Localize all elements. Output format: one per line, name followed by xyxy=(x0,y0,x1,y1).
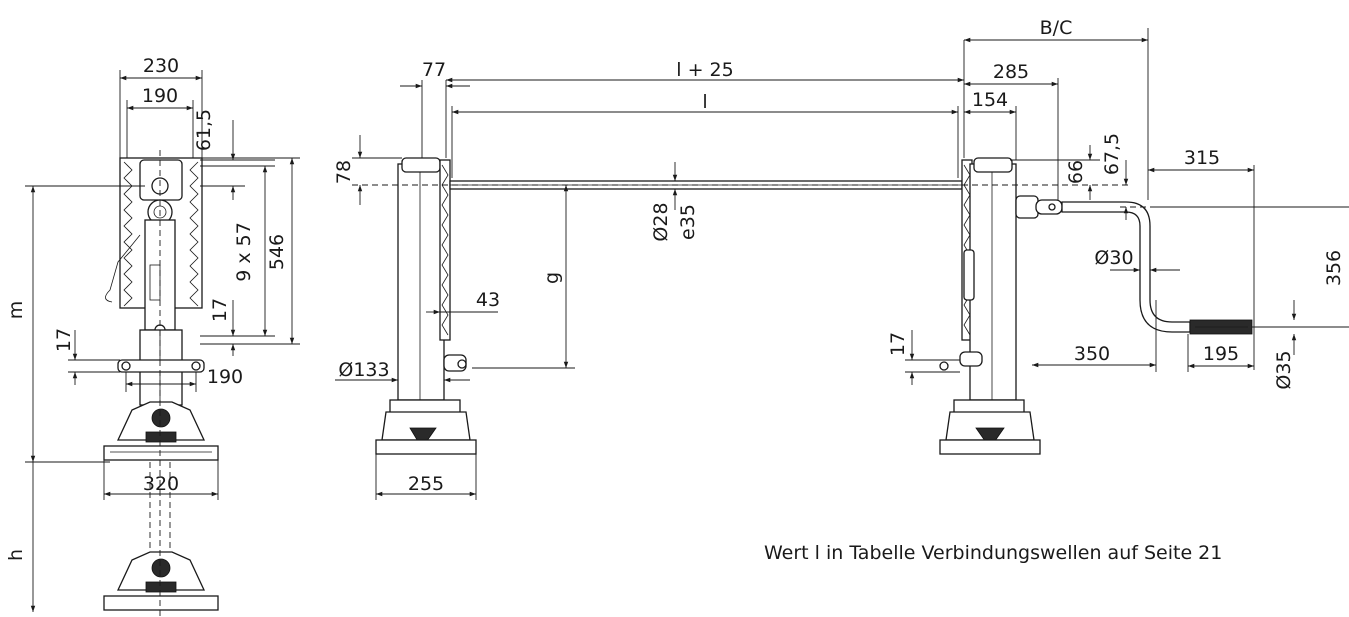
label-285: 285 xyxy=(993,61,1029,83)
right-leg-cap xyxy=(973,157,1013,173)
label-d28: Ø28 xyxy=(650,202,672,241)
label-d35: Ø35 xyxy=(1273,350,1295,389)
crank-hook xyxy=(105,234,141,303)
label-17-front-view: 17 xyxy=(887,332,909,356)
label-77: 77 xyxy=(422,59,446,81)
foot-plate xyxy=(103,445,219,461)
label-h: h xyxy=(5,549,27,561)
front-view xyxy=(335,28,1349,500)
label-154: 154 xyxy=(972,89,1008,111)
gear-output xyxy=(1015,195,1039,219)
left-leg-column xyxy=(397,163,445,401)
label-17-right-left-view: 17 xyxy=(209,298,231,322)
label-43: 43 xyxy=(476,289,500,311)
label-190-top: 190 xyxy=(142,85,178,107)
foot-lower-plate xyxy=(103,595,219,611)
label-195: 195 xyxy=(1203,343,1239,365)
left-view xyxy=(25,70,300,617)
label-61-5: 61,5 xyxy=(193,109,215,151)
footnote: Wert l in Tabelle Verbindungswellen auf … xyxy=(764,542,1222,564)
label-78: 78 xyxy=(333,160,355,184)
bottom-bracket xyxy=(117,359,205,373)
label-320: 320 xyxy=(143,473,179,495)
plate-pattern-right xyxy=(189,161,199,307)
label-17-left-view: 17 xyxy=(53,328,75,352)
label-66: 66 xyxy=(1065,160,1087,184)
label-255: 255 xyxy=(408,473,444,495)
label-230: 230 xyxy=(143,55,179,77)
label-546: 546 xyxy=(266,234,288,270)
label-d133: Ø133 xyxy=(338,359,389,381)
label-315: 315 xyxy=(1184,147,1220,169)
label-e35: e35 xyxy=(677,204,699,240)
left-foot-plate xyxy=(375,439,477,455)
label-350: 350 xyxy=(1074,343,1110,365)
label-b-c: B/C xyxy=(1040,17,1073,39)
label-9x57: 9 x 57 xyxy=(233,222,255,282)
label-190-bottom: 190 xyxy=(207,366,243,388)
label-d30: Ø30 xyxy=(1094,247,1133,269)
label-356: 356 xyxy=(1323,250,1345,286)
left-leg-cap xyxy=(401,157,441,173)
label-l: l xyxy=(702,91,707,113)
label-m: m xyxy=(5,301,27,320)
label-g: g xyxy=(541,272,563,284)
label-l-plus-25: l + 25 xyxy=(676,59,733,81)
right-foot-plate xyxy=(939,439,1041,455)
label-67-5: 67,5 xyxy=(1101,133,1123,175)
